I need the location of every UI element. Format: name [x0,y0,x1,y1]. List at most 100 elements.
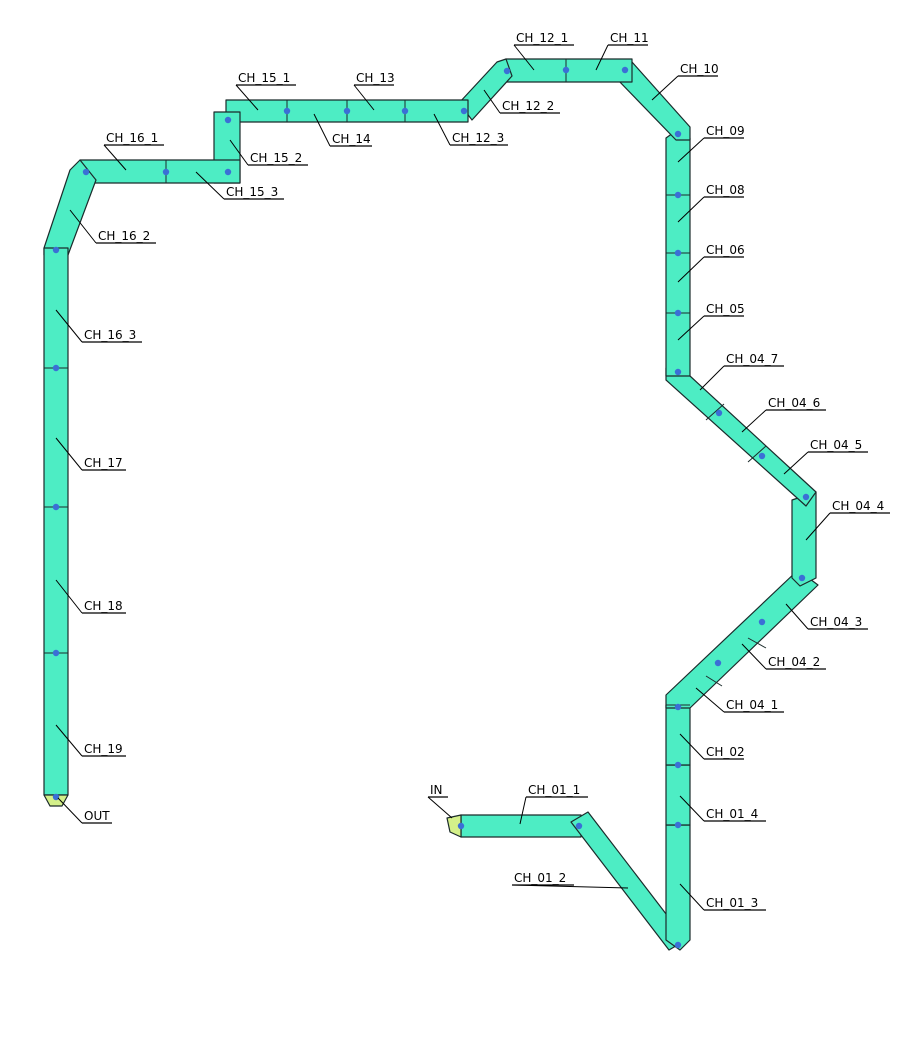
segment-joint [283,107,291,115]
segment-joints [52,66,810,949]
label-leader [513,44,535,71]
label-in: IN [427,783,453,819]
label-text: CH_06 [706,243,745,257]
label-text: CH_19 [84,742,123,756]
segment-joint [674,191,682,199]
segment-joint [758,618,766,626]
label-leader [695,687,725,713]
label-ch-04-7: CH_04_7 [699,352,784,391]
label-ch-13: CH_13 [353,71,395,111]
label-text: CH_04_5 [810,438,862,452]
segment-joint [715,409,723,417]
label-text: CH_12_2 [502,99,554,113]
label-text: CH_16_1 [106,131,158,145]
label-ch-01-4: CH_01_4 [679,795,766,822]
label-leader [677,315,705,341]
label-leader [679,733,705,760]
segment-joint [82,168,90,176]
label-ch-04-5: CH_04_5 [783,438,868,475]
segment-joint [162,168,170,176]
label-text: CH_02 [706,745,745,759]
label-ch-17: CH_17 [55,437,126,471]
segment-joint [52,793,60,801]
label-ch-04-3: CH_04_3 [785,603,868,630]
label-ch-05: CH_05 [677,302,745,341]
segment-joint [52,503,60,511]
segment-joint [674,761,682,769]
label-ch-04-4: CH_04_4 [805,499,890,541]
label-ch-04-2: CH_04_2 [741,643,826,670]
segment-joint [52,364,60,372]
label-leader [433,113,451,146]
label-ch-02: CH_02 [679,733,745,760]
segment-joint [503,67,511,75]
segment-joint [562,66,570,74]
label-leader [783,451,809,475]
label-ch-04-6: CH_04_6 [741,396,826,433]
label-ch-12-3: CH_12_3 [433,113,508,146]
segment-joint [674,130,682,138]
segment-joint [52,649,60,657]
outlet-port [43,794,69,807]
label-ch-15-2: CH_15_2 [229,139,308,166]
seg-ch-left [43,247,69,796]
label-ch-15-3: CH_15_3 [195,171,284,200]
segment-joint [575,822,583,830]
label-text: CH_01_3 [706,896,758,910]
label-leader [677,196,705,223]
inlet-port [446,814,462,838]
label-out: OUT [57,797,112,824]
label-leader [805,512,831,541]
label-leader [595,44,609,71]
label-leader [679,883,705,911]
channel-segments [43,58,819,951]
label-leader [313,113,331,147]
label-text: CH_04_6 [768,396,820,410]
label-leader [55,724,83,757]
label-leader [677,137,705,163]
label-ch-01-2: CH_01_2 [511,871,629,889]
label-text: CH_18 [84,599,123,613]
seg-ch-15-3 [79,159,241,184]
label-ch-18: CH_18 [55,579,126,614]
label-text: IN [430,783,443,797]
seg-ch-01-3 [665,824,691,951]
segment-divider [705,675,723,687]
label-text: CH_04_3 [810,615,862,629]
label-text: OUT [84,809,110,823]
label-ch-16-1: CH_16_1 [103,131,164,171]
segment-joint [224,168,232,176]
label-leader [55,437,83,471]
segment-joint [460,107,468,115]
label-leader [229,139,249,166]
label-text: CH_16_2 [98,229,150,243]
segment-joint [457,822,465,830]
label-text: CH_01_1 [528,783,580,797]
label-leader [55,309,83,343]
segment-divider [705,403,725,421]
label-ch-08: CH_08 [677,183,745,223]
segment-joint [802,493,810,501]
channel-labels: IN OUT CH_01_1CH_01_2CH_01_3 CH_01_4 CH_02 CH… [55,31,890,911]
segment-joint [674,249,682,257]
segment-divider [747,445,767,463]
seg-ch-04-567 [665,367,817,507]
seg-ch-12-2 [458,58,513,121]
label-leader [483,89,501,114]
label-leader [519,796,527,825]
label-leader [57,797,83,824]
label-ch-06: CH_06 [677,243,745,283]
label-leader [699,365,725,391]
segment-joint [798,574,806,582]
label-leader [741,643,767,670]
label-text: CH_10 [680,62,719,76]
seg-ch-04-123 [665,569,819,709]
seg-ch-01-4 [665,764,691,826]
label-ch-01-3: CH_01_3 [679,883,766,911]
label-leader [235,84,259,111]
segment-joint [224,116,232,124]
label-leader [511,884,629,889]
segment-joint [674,368,682,376]
label-leader [353,84,375,111]
